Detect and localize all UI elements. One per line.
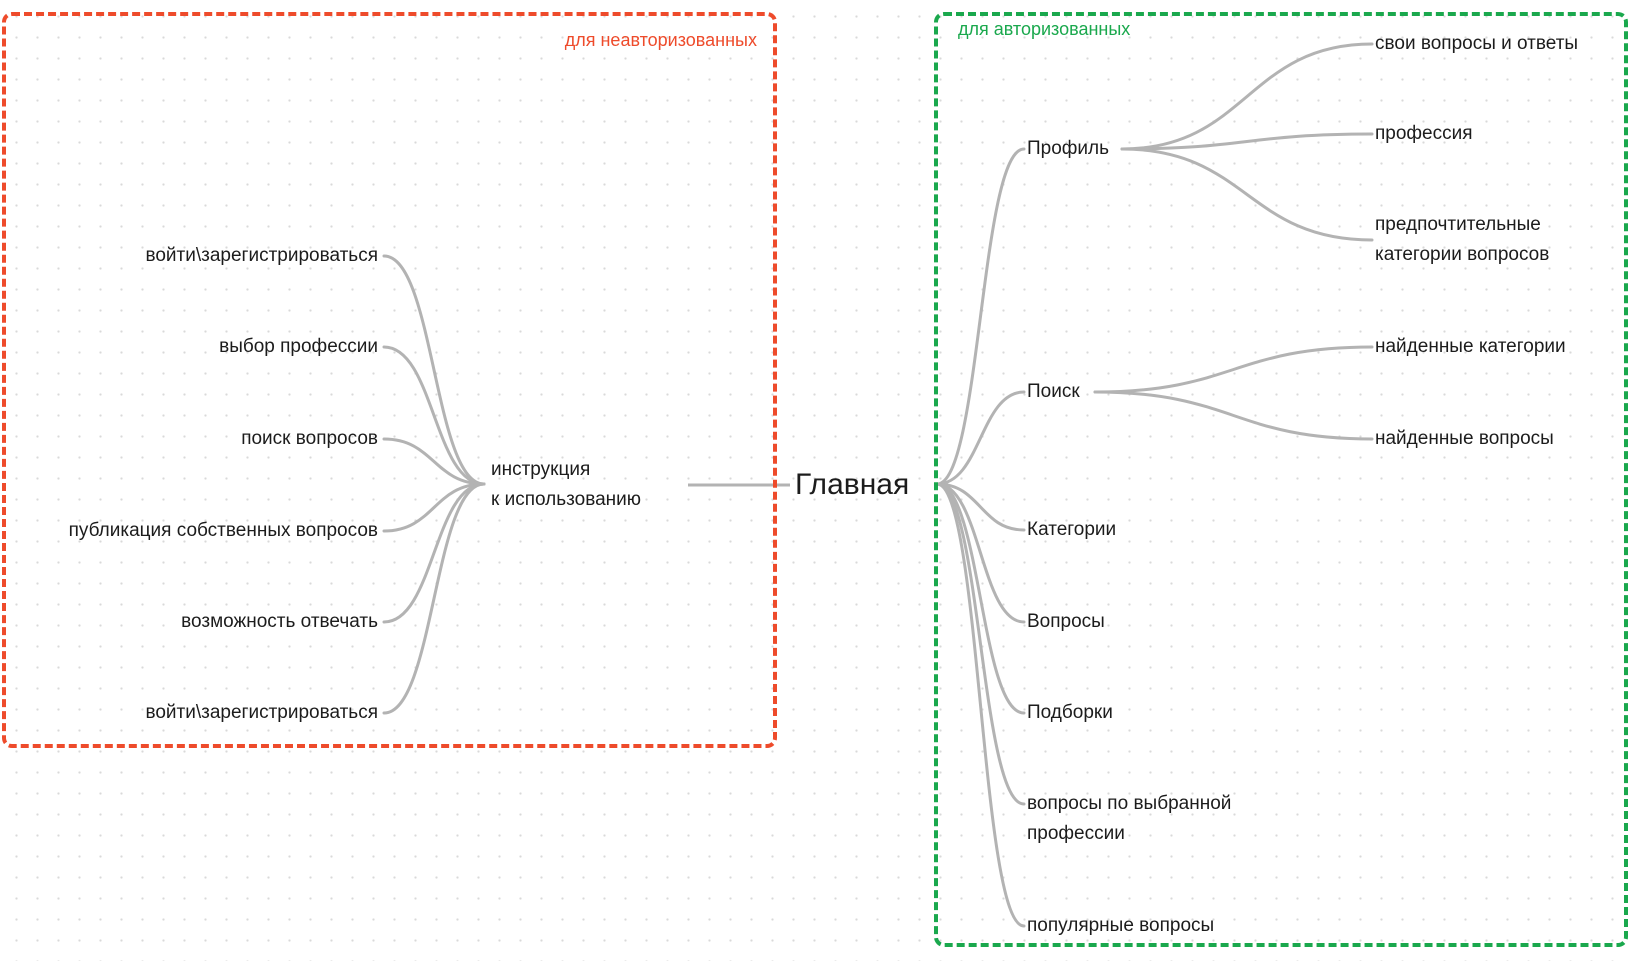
connector-right-item-6 — [935, 482, 1026, 806]
node-instructions-line1: инструкция — [491, 459, 591, 480]
root-node-main[interactable]: Главная — [795, 468, 910, 501]
node-profile[interactable]: Профиль — [1027, 138, 1110, 159]
connector-right-item-2 — [935, 390, 1026, 486]
node-preferred-categories-line2: категории вопросов — [1375, 244, 1550, 265]
unauthorized-group-title: для неавторизованных — [564, 30, 757, 50]
node-popular-questions[interactable]: популярные вопросы — [1027, 915, 1215, 936]
node-preferred-categories-line1: предпочтительные — [1375, 214, 1541, 235]
connector-right-item-3 — [935, 482, 1026, 532]
node-login-register-1[interactable]: войти\зарегистрироваться — [145, 245, 378, 266]
node-categories[interactable]: Категории — [1027, 519, 1117, 540]
node-found-categories[interactable]: найденные категории — [1375, 336, 1566, 357]
node-profession-choice[interactable]: выбор профессии — [219, 336, 378, 357]
node-own-qa[interactable]: свои вопросы и ответы — [1375, 33, 1579, 54]
node-by-profession-line1: вопросы по выбранной — [1027, 793, 1232, 814]
node-search[interactable]: Поиск — [1027, 381, 1080, 402]
node-by-profession-line2: профессии — [1027, 823, 1125, 844]
node-found-questions[interactable]: найденные вопросы — [1375, 428, 1554, 449]
unauthorized-group-frame: для неавторизованных — [2, 12, 777, 748]
node-answering[interactable]: возможность отвечать — [181, 611, 378, 632]
node-login-register-2[interactable]: войти\зарегистрироваться — [145, 702, 378, 723]
connector-profile-child-1 — [1120, 42, 1374, 151]
connector-search-child-2 — [1093, 390, 1374, 441]
connector-right-item-7 — [935, 482, 1026, 928]
connector-right-item-4 — [935, 482, 1026, 624]
node-preferred-categories[interactable]: предпочтительные категории вопросов — [1375, 210, 1549, 270]
connector-left-item-4 — [382, 482, 486, 533]
connector-right-item-1 — [935, 147, 1026, 486]
connector-left-item-6 — [382, 482, 486, 715]
node-by-profession[interactable]: вопросы по выбранной профессии — [1027, 789, 1231, 849]
node-publish-questions[interactable]: публикация собственных вопросов — [68, 520, 378, 541]
authorized-group-frame: для авторизованных — [934, 12, 1628, 947]
authorized-group-title: для авторизованных — [958, 19, 1131, 39]
connector-search-child-1 — [1093, 345, 1374, 394]
connector-right-item-5 — [935, 482, 1026, 715]
connector-left-item-2 — [382, 345, 486, 486]
connector-left-item-3 — [382, 437, 486, 486]
node-instructions-line2: к использованию — [491, 489, 641, 510]
connector-left-item-1 — [382, 254, 486, 486]
node-questions[interactable]: Вопросы — [1027, 611, 1105, 632]
connector-profile-child-2 — [1120, 132, 1374, 151]
node-profession[interactable]: профессия — [1375, 123, 1473, 144]
connector-profile-child-3 — [1120, 147, 1374, 242]
node-instructions[interactable]: инструкция к использованию — [491, 455, 641, 515]
node-question-search[interactable]: поиск вопросов — [241, 428, 378, 449]
connector-left-item-5 — [382, 482, 486, 624]
node-collections[interactable]: Подборки — [1027, 702, 1113, 723]
